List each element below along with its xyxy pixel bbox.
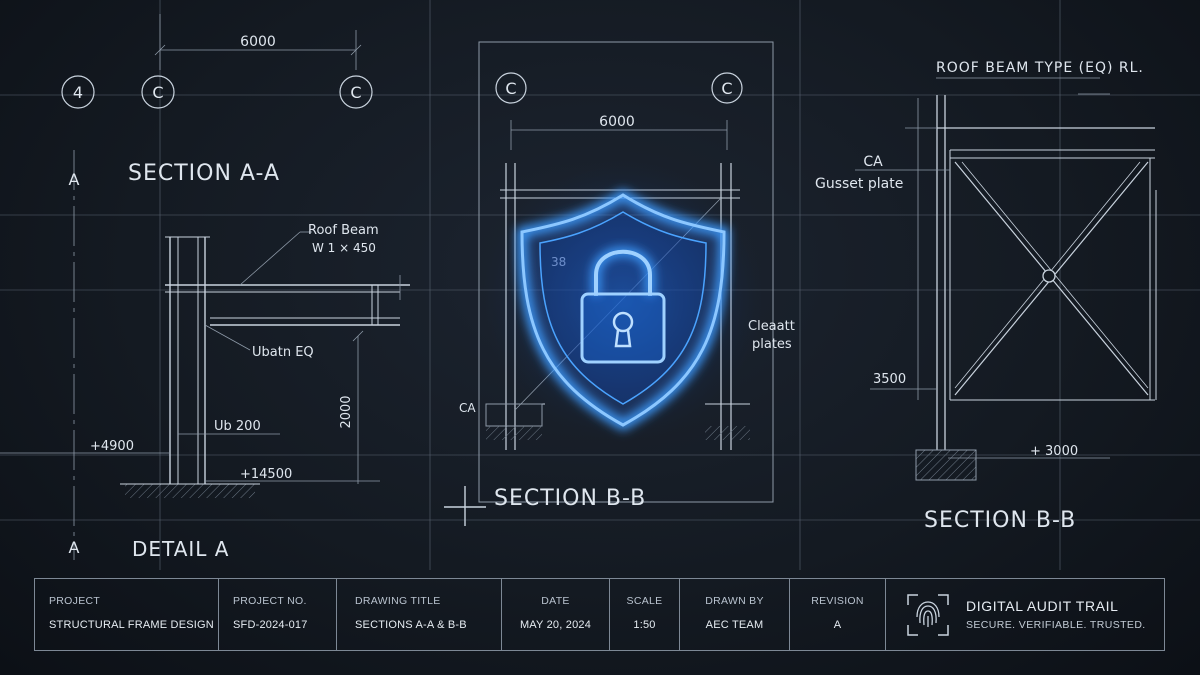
cell-scale: SCALE 1:50 [610, 579, 680, 650]
right-section-drawing: ROOF BEAM TYPE (EQ) RL. CA Gusset plate … [815, 60, 1157, 533]
ca-label-center: CA [459, 401, 476, 415]
grid-bubble-4 [61, 75, 95, 109]
left-section-drawing: 6000 4 C C A A SECTION A-A Roof Beam [0, 14, 410, 561]
roof-beam-type-label: ROOF BEAM TYPE (EQ) RL. [936, 60, 1144, 76]
grid-bubble-c-3 [495, 72, 527, 104]
cell-project: PROJECT STRUCTURAL FRAME DESIGN [35, 579, 219, 650]
grid-label-c-3: C [505, 79, 516, 98]
ground-hatch-center-r [705, 426, 750, 440]
cell-drawing-title: DRAWING TITLE SECTIONS A-A & B-B [337, 579, 502, 650]
grid-label-c-4: C [721, 79, 732, 98]
ca-label-right: CA [863, 154, 883, 170]
center-section-title: SECTION B-B [494, 486, 646, 511]
center-frame [478, 41, 774, 503]
footing-right [915, 449, 977, 481]
cell-audit-trail: DIGITAL AUDIT TRAIL SECURE. VERIFIABLE. … [886, 579, 1164, 650]
drawing-title-value: SECTIONS A-A & B-B [355, 619, 467, 631]
cell-project-no: PROJECT NO. SFD-2024-017 [219, 579, 337, 650]
cleat-label-2: plates [752, 337, 792, 352]
left-dim-top: 6000 [240, 34, 276, 50]
project-no-value: SFD-2024-017 [233, 619, 308, 631]
dim-2000: 2000 [339, 395, 354, 428]
fingerprint-icon [906, 593, 950, 637]
center-section-drawing: C C 6000 38 Cleaatt plates CA SECTION B-… [444, 41, 795, 526]
scale-header: SCALE [626, 595, 663, 607]
dim-14500: +14500 [240, 467, 292, 482]
shield-lock-icon [483, 160, 763, 440]
ub200-label: Ub 200 [214, 419, 261, 434]
roof-beam-size-label: W 1 × 450 [312, 241, 376, 255]
ground-hatch-center-l [486, 426, 542, 440]
date-value: MAY 20, 2024 [519, 619, 592, 631]
drawn-by-value: AEC TEAM [705, 619, 764, 631]
grid-label-4: 4 [73, 83, 83, 102]
revision-header: REVISION [811, 595, 864, 607]
detail-a-title: DETAIL A [132, 537, 229, 561]
grid-label-a-top: A [69, 170, 80, 189]
gusset-plate-label: Gusset plate [815, 176, 903, 192]
grid-bubble-c-2 [339, 75, 373, 109]
right-section-title: SECTION B-B [924, 508, 1076, 533]
grid-bubble-c-4 [711, 72, 743, 104]
cell-drawn-by: DRAWN BY AEC TEAM [680, 579, 790, 650]
grid-label-c-2: C [350, 83, 361, 102]
center-dim-top: 6000 [599, 114, 635, 130]
date-header: DATE [541, 595, 570, 607]
dim-3000: + 3000 [1030, 444, 1078, 459]
cell-date: DATE MAY 20, 2024 [502, 579, 610, 650]
dim-3500: 3500 [873, 372, 906, 387]
project-value: STRUCTURAL FRAME DESIGN [49, 619, 214, 631]
drawing-title-header: DRAWING TITLE [355, 595, 441, 607]
project-header: PROJECT [49, 595, 101, 607]
section-a-a-title: SECTION A-A [128, 161, 280, 186]
cell-revision: REVISION A [790, 579, 886, 650]
grid-label-a-bottom: A [69, 538, 80, 557]
scale-value: 1:50 [633, 619, 656, 631]
project-no-header: PROJECT NO. [233, 595, 307, 607]
revision-value: A [833, 619, 842, 631]
grid-label-c-1: C [152, 83, 163, 102]
dim-4900: +4900 [90, 439, 134, 454]
audit-title: DIGITAL AUDIT TRAIL [966, 598, 1119, 614]
drawn-by-header: DRAWN BY [705, 595, 764, 607]
audit-subtitle: SECURE. VERIFIABLE. TRUSTED. [966, 619, 1146, 631]
title-block: PROJECT STRUCTURAL FRAME DESIGN PROJECT … [34, 578, 1165, 651]
ground-hatch-left [125, 484, 255, 498]
grid-bubble-c-1 [141, 75, 175, 109]
ubatn-label: Ubatn EQ [252, 345, 314, 360]
roof-beam-label: Roof Beam [308, 223, 379, 238]
